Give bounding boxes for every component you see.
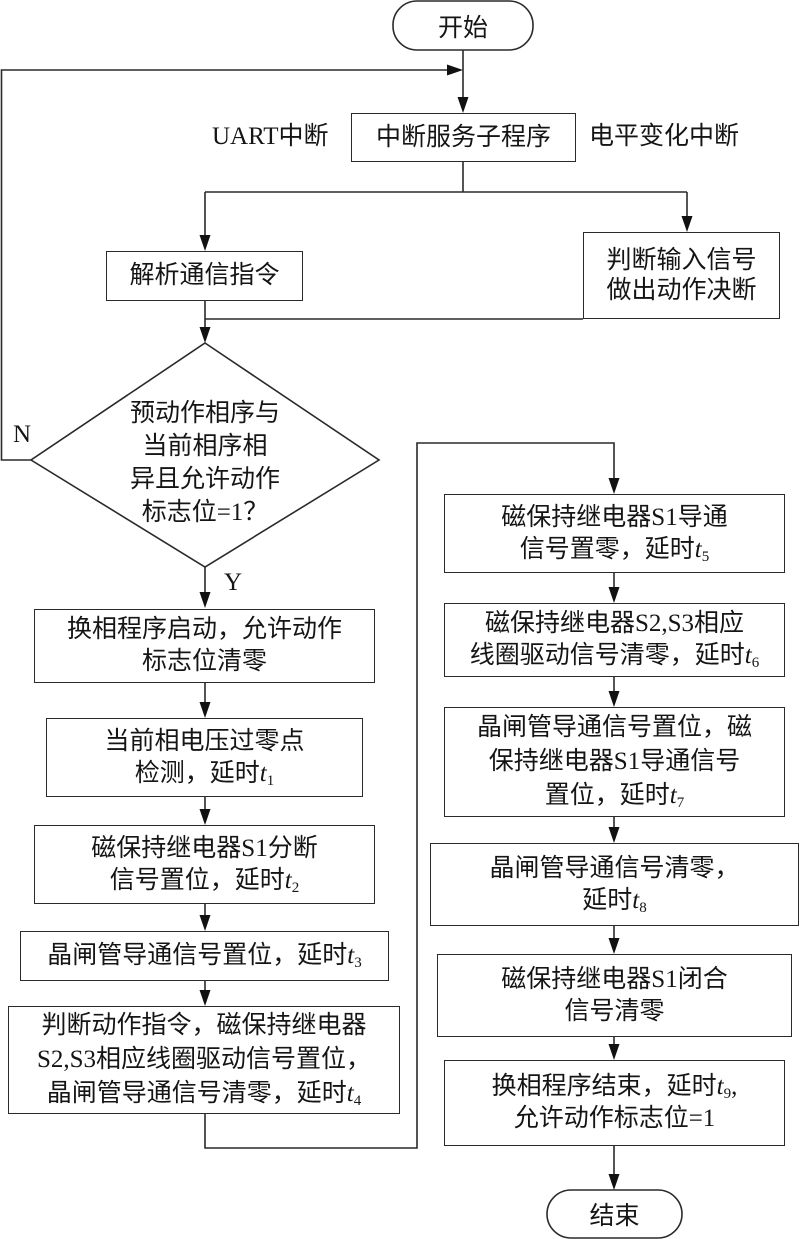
decision-line: 异且允许动作 [129,466,280,493]
box-text-line: 晶闸管导通信号清零，延时t4 [46,1080,362,1109]
step-box-left-4: 晶闸管导通信号置位，延时t3 [20,931,389,981]
isr-label: 中断服务子程序 [375,123,551,151]
arrowhead-icon [199,990,211,1006]
arrowhead-icon [199,235,211,251]
box-text-line: 信号置位，延时t2 [109,866,300,896]
arrowhead-icon [608,827,620,843]
decision-text: 预动作相序与 当前相序相 异且允许动作 标志位=1？ [95,395,315,531]
box-text-line: 做出动作决断 [606,276,757,304]
box-text-line: 判断动作指令，磁保持继电器 [41,1012,367,1039]
step-box-right-4: 晶闸管导通信号清零， 延时t8 [430,843,799,926]
box-text-line: 晶闸管导通信号置位，延时t3 [47,942,362,971]
box-text-line: 检测，延时t1 [134,759,275,789]
decision-line: 标志位=1？ [141,499,269,526]
judge-input-box: 判断输入信号 做出动作决断 [583,232,780,319]
box-text-line: S2,S3相应线圈驱动信号置位， [36,1046,372,1073]
arrowhead-icon [608,1174,620,1190]
box-text-line: 磁保持继电器S2,S3相应 [484,610,745,637]
box-text-line: 磁保持继电器S1闭合 [501,965,728,993]
arrowhead-icon [681,216,693,232]
step-box-right-5: 磁保持继电器S1闭合 信号清零 [437,954,792,1037]
box-text-line: 判断输入信号 [606,246,757,274]
connector-left-to-right-column [204,442,615,1149]
arrowhead-icon [199,915,211,931]
arrowhead-icon [608,938,620,954]
box-text-line: 置位，延时t7 [544,782,685,811]
end-label: 结束 [589,1203,640,1230]
arrowhead-icon [447,64,463,76]
decision-no-label: N [13,421,32,448]
arrowhead-icon [457,97,469,113]
box-text-line: 信号置零，延时t5 [519,535,710,565]
decision-line: 预动作相序与 [129,400,280,427]
arrowhead-icon [608,478,620,494]
box-text-line: 磁保持继电器S1导通 [501,503,728,531]
box-text-line: 标志位清零 [141,648,267,675]
box-text-line: 晶闸管导通信号置位，磁 [476,714,752,741]
box-text-line: 磁保持继电器S1分断 [91,834,318,862]
level-change-interrupt-label: 电平变化中断 [589,123,740,150]
start-label: 开始 [437,14,488,42]
step-box-left-1: 换相程序启动，允许动作 标志位清零 [34,609,375,683]
arrowhead-icon [199,702,211,718]
parse-command-box: 解析通信指令 [106,251,303,301]
step-box-right-6: 换相程序结束，延时t9, 允许动作标志位=1 [444,1060,785,1146]
box-text-line: 换相程序结束，延时t9, [491,1073,738,1102]
box-text-line: 晶闸管导通信号清零， [489,854,740,882]
step-box-left-3: 磁保持继电器S1分断 信号置位，延时t2 [34,825,375,904]
box-text-line: 换相程序启动，允许动作 [66,616,342,643]
decision-line: 当前相序相 [142,433,268,460]
box-text-line: 信号清零 [564,997,665,1025]
parse-command-label: 解析通信指令 [129,262,280,289]
step-box-right-2: 磁保持继电器S2,S3相应 线圈驱动信号清零，延时t6 [444,603,785,677]
arrowhead-icon [608,587,620,603]
step-box-right-3: 晶闸管导通信号置位，磁 保持继电器S1导通信号 置位，延时t7 [444,707,785,817]
box-text-line: 保持继电器S1导通信号 [488,748,741,775]
step-box-left-2: 当前相电压过零点 检测，延时t1 [46,718,363,797]
box-text-line: 延时t8 [582,886,647,916]
arrowhead-icon [608,1044,620,1060]
end-terminal: 结束 [547,1190,682,1238]
arrowhead-icon [199,592,211,608]
box-text-line: 当前相电压过零点 [104,727,305,755]
start-terminal: 开始 [393,1,533,50]
decision-yes-label: Y [224,569,243,596]
box-text-line: 线圈驱动信号清零，延时t6 [469,642,760,671]
arrowhead-icon [199,327,211,343]
arrowhead-icon [199,809,211,825]
box-text-line: 允许动作标志位=1 [513,1105,716,1132]
uart-interrupt-label: UART中断 [212,123,329,150]
step-box-left-5: 判断动作指令，磁保持继电器 S2,S3相应线圈驱动信号置位， 晶闸管导通信号清零… [8,1006,400,1114]
connector-no-loop [0,69,460,461]
step-box-right-1: 磁保持继电器S1导通 信号置零，延时t5 [444,494,785,573]
end-terminal-shape [546,1189,683,1239]
arrowhead-icon [608,691,620,707]
isr-box: 中断服务子程序 [351,113,576,162]
